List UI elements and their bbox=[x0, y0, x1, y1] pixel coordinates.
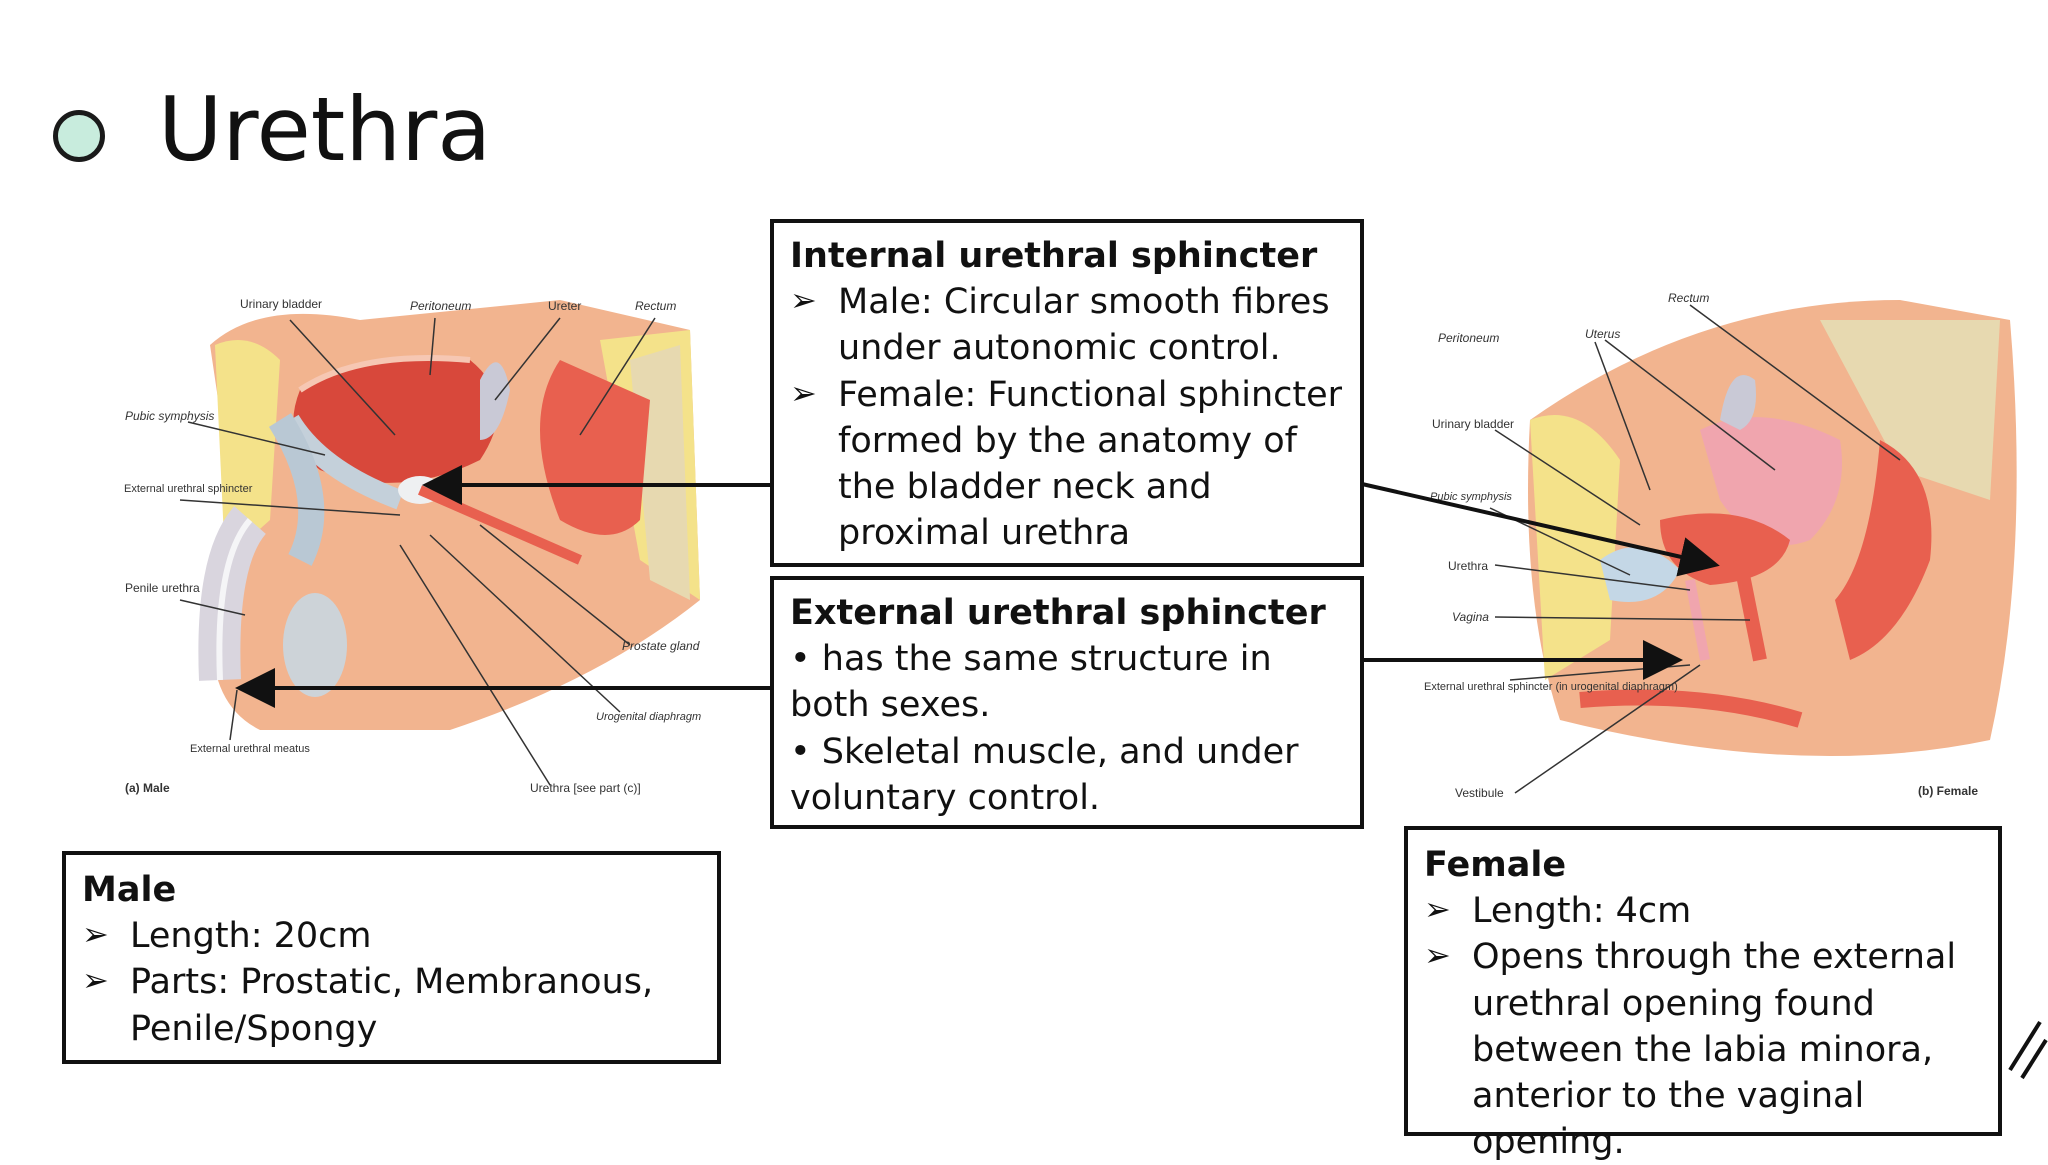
internal-item-male-text: Male: Circular smooth fibres under auton… bbox=[838, 282, 1330, 369]
male-label-pubic-symphysis: Pubic symphysis bbox=[125, 409, 214, 423]
female-label-vagina: Vagina bbox=[1452, 610, 1489, 624]
female-label-vestibule: Vestibule bbox=[1455, 786, 1504, 800]
male-item-parts: ➢ Parts: Prostatic, Membranous, Penile/S… bbox=[82, 959, 701, 1051]
arrow-bullet-icon: ➢ bbox=[790, 281, 817, 320]
female-figure-caption: (b) Female bbox=[1918, 784, 1978, 798]
female-label-external-sphincter: External urethral sphincter (in urogenit… bbox=[1424, 681, 1678, 693]
internal-item-female-text: Female: Functional sphincter formed by t… bbox=[838, 374, 1343, 554]
male-item-length: ➢ Length: 20cm bbox=[82, 913, 701, 959]
male-label-external-sphincter: External urethral sphincter bbox=[124, 483, 253, 495]
slide-title: Urethra bbox=[158, 78, 492, 181]
female-item-length: ➢ Length: 4cm bbox=[1424, 888, 1988, 934]
female-label-peritoneum: Peritoneum bbox=[1438, 331, 1499, 345]
internal-sphincter-box: Internal urethral sphincter ➢ Male: Circ… bbox=[770, 219, 1364, 567]
title-bullet-icon bbox=[53, 110, 105, 162]
arrow-internal-female bbox=[1361, 482, 1720, 577]
male-diagram: Urinary bladder Peritoneum Ureter Rectum… bbox=[124, 297, 701, 795]
female-label-bladder: Urinary bladder bbox=[1432, 417, 1514, 431]
female-item-length-text: Length: 4cm bbox=[1472, 891, 1692, 932]
male-info-box: Male ➢ Length: 20cm ➢ Parts: Prostatic, … bbox=[62, 851, 721, 1064]
female-info-box: Female ➢ Length: 4cm ➢ Opens through the… bbox=[1404, 826, 2002, 1162]
male-label-urogenital: Urogenital diaphragm bbox=[596, 711, 701, 723]
male-label-peritoneum: Peritoneum bbox=[410, 299, 471, 313]
male-label-ureter: Ureter bbox=[548, 299, 581, 313]
male-item-length-text: Length: 20cm bbox=[130, 916, 372, 957]
male-item-parts-text: Parts: Prostatic, Membranous, Penile/Spo… bbox=[130, 962, 654, 1049]
male-label-meatus: External urethral meatus bbox=[190, 743, 310, 755]
male-label-bladder: Urinary bladder bbox=[240, 297, 322, 311]
arrow-bullet-icon: ➢ bbox=[790, 373, 817, 412]
female-label-pubic-symphysis: Pubic symphysis bbox=[1430, 491, 1512, 503]
external-sphincter-heading: External urethral sphincter bbox=[790, 593, 1326, 633]
male-label-urethra: Urethra [see part (c)] bbox=[530, 781, 641, 795]
male-label-prostate: Prostate gland bbox=[622, 639, 700, 653]
external-item-muscle: • Skeletal muscle, and under voluntary c… bbox=[790, 731, 1299, 818]
arrow-bullet-icon: ➢ bbox=[1424, 936, 1451, 975]
male-figure-caption: (a) Male bbox=[125, 781, 170, 795]
arrow-bullet-icon: ➢ bbox=[1424, 890, 1451, 929]
female-label-uterus: Uterus bbox=[1585, 327, 1620, 341]
female-diagram: Rectum Peritoneum Uterus Urinary bladder… bbox=[1424, 291, 2017, 800]
male-label-rectum: Rectum bbox=[635, 299, 676, 313]
external-sphincter-box: External urethral sphincter • has the sa… bbox=[770, 576, 1364, 829]
internal-item-female: ➢ Female: Functional sphincter formed by… bbox=[790, 372, 1344, 557]
female-item-opening: ➢ Opens through the external urethral op… bbox=[1424, 934, 1988, 1165]
male-heading: Male bbox=[82, 870, 177, 910]
female-label-rectum: Rectum bbox=[1668, 291, 1709, 305]
male-label-penile-urethra: Penile urethra bbox=[125, 581, 200, 595]
external-item-structure: • has the same structure in both sexes. bbox=[790, 639, 1272, 726]
internal-item-male: ➢ Male: Circular smooth fibres under aut… bbox=[790, 279, 1344, 371]
arrow-bullet-icon: ➢ bbox=[82, 961, 109, 1000]
internal-sphincter-heading: Internal urethral sphincter bbox=[790, 236, 1318, 276]
arrow-bullet-icon: ➢ bbox=[82, 915, 109, 954]
decorative-stroke bbox=[2008, 1020, 2048, 1080]
female-item-opening-text: Opens through the external urethral open… bbox=[1472, 937, 1957, 1163]
female-heading: Female bbox=[1424, 845, 1567, 885]
female-label-urethra: Urethra bbox=[1448, 559, 1488, 573]
